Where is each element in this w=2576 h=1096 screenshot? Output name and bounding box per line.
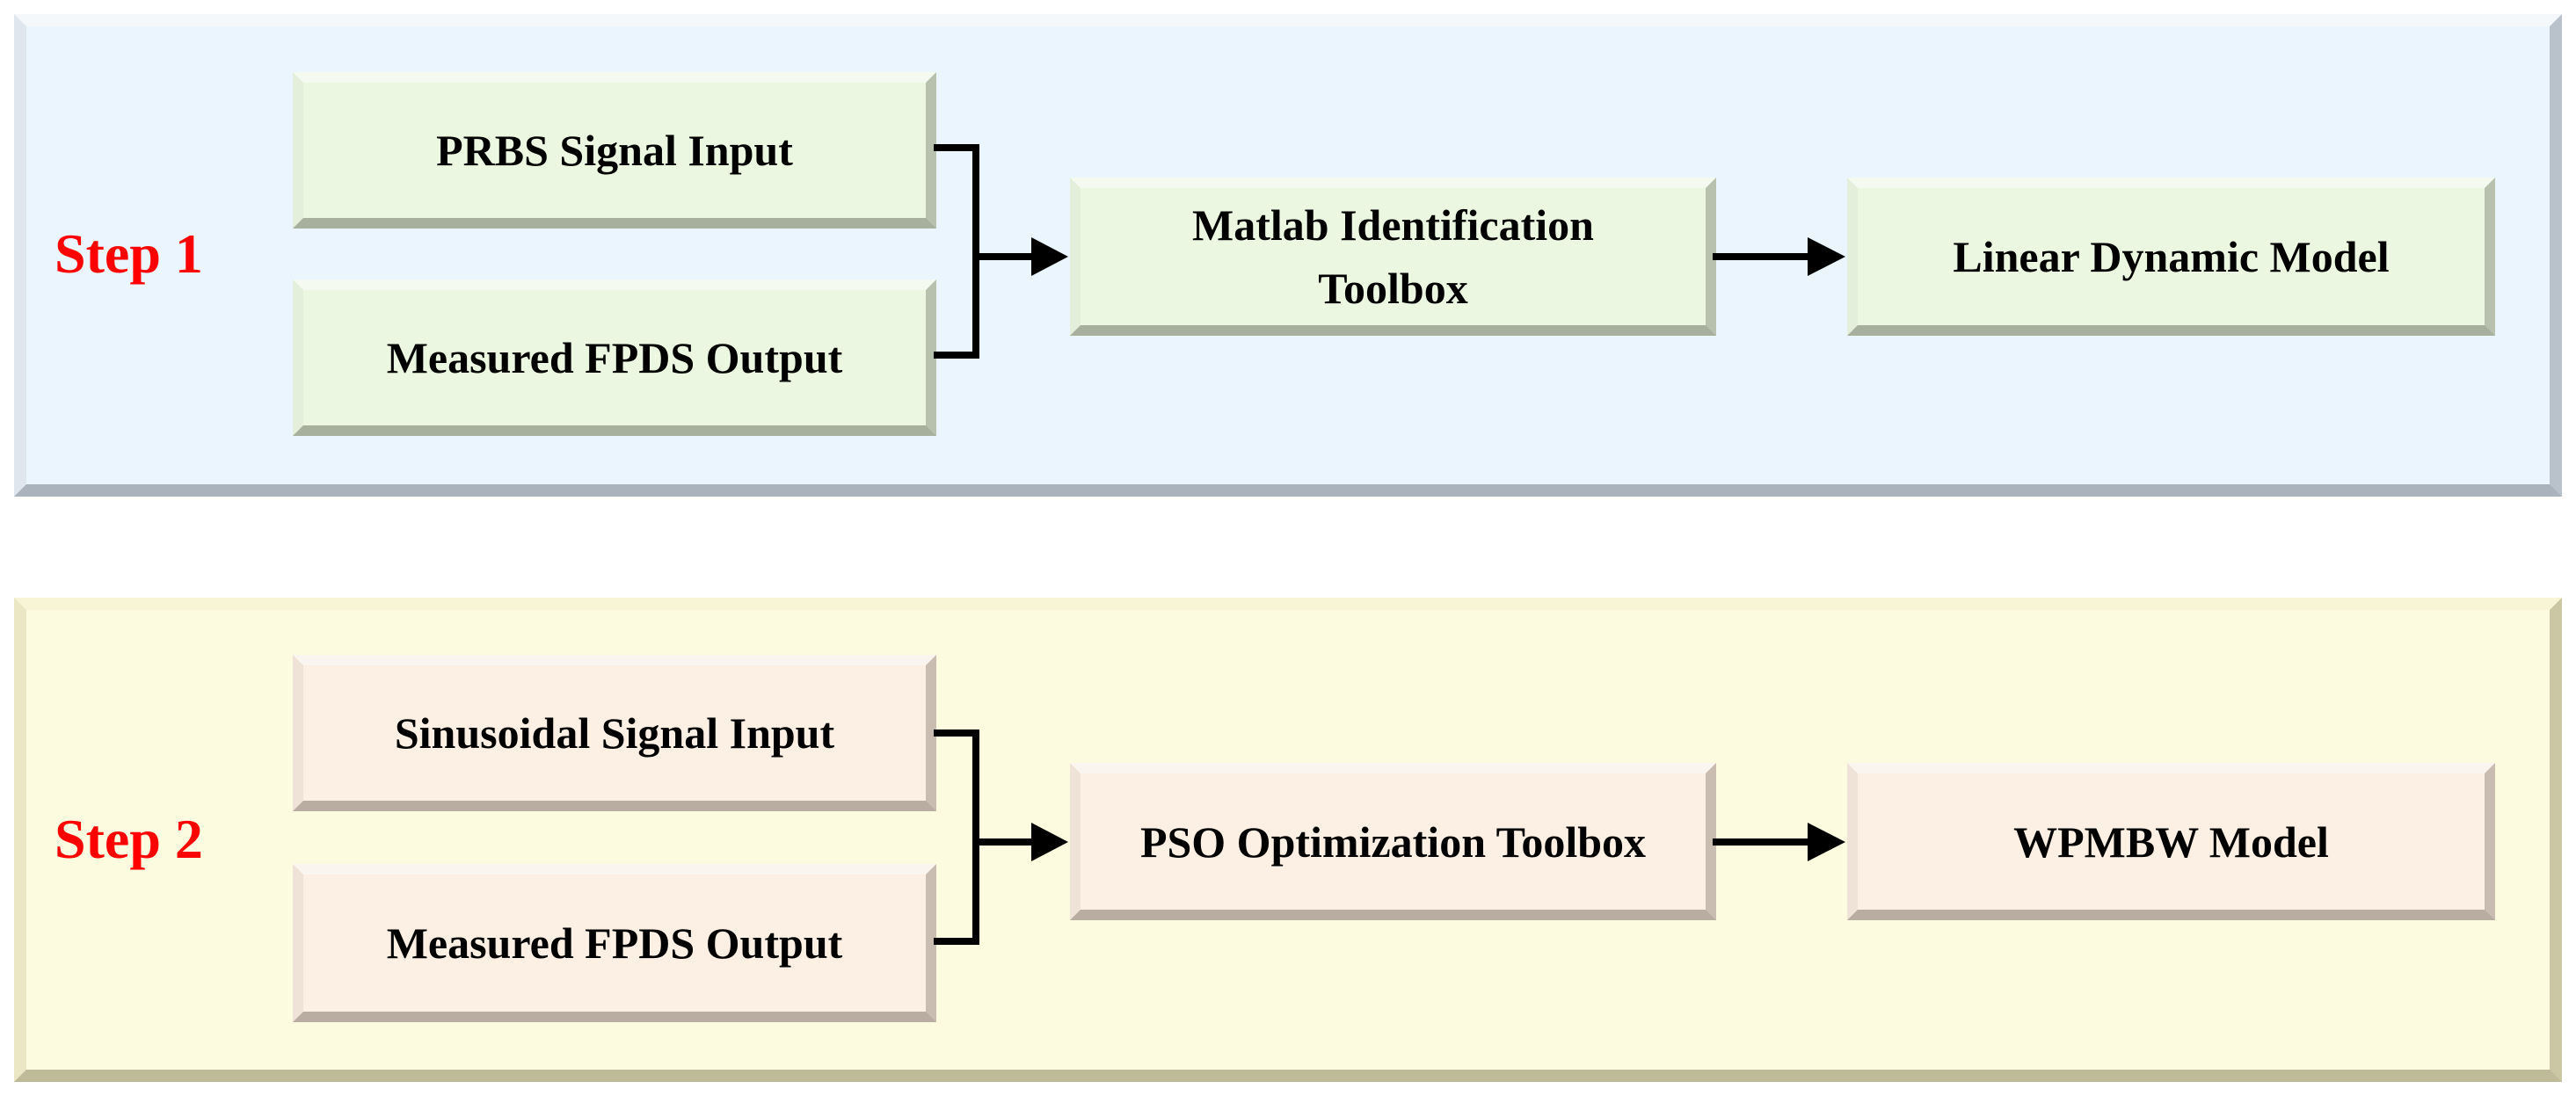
pso-optimization-toolbox-box: PSO Optimization Toolbox (1070, 763, 1716, 920)
measured-fpds-output-box-1: Measured FPDS Output (293, 279, 936, 436)
step-2-label: Step 2 (55, 808, 203, 870)
sinusoidal-signal-input-box: Sinusoidal Signal Input (293, 655, 936, 811)
prbs-signal-input-box: PRBS Signal Input (293, 72, 936, 229)
measured-fpds-output-box-2: Measured FPDS Output (293, 864, 936, 1022)
wpmbw-model-box: WPMBW Model (1847, 763, 2495, 920)
linear-dynamic-model-box: Linear Dynamic Model (1847, 178, 2495, 336)
step-1-label: Step 1 (55, 222, 203, 285)
matlab-identification-toolbox-box: Matlab Identification Toolbox (1070, 178, 1716, 336)
